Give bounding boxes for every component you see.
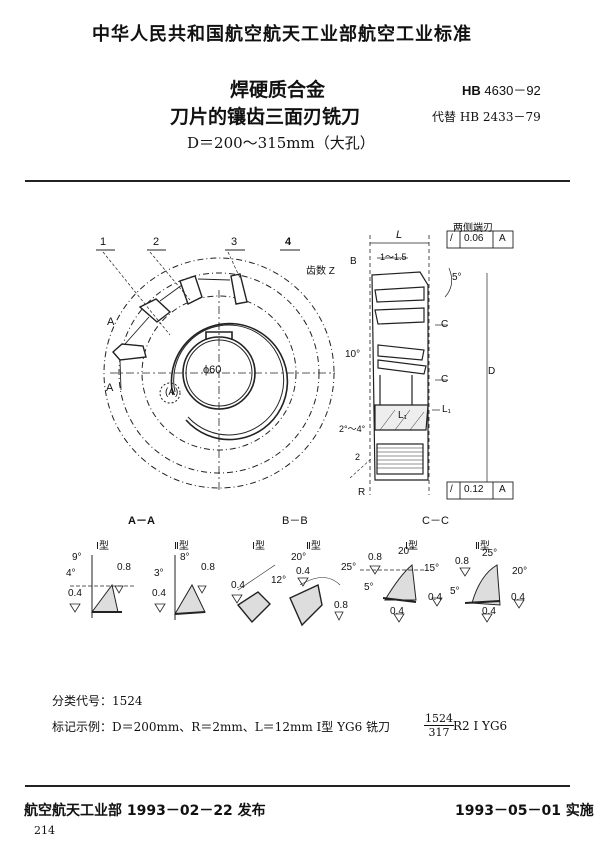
callout-4: 4 xyxy=(285,236,292,248)
label-d: D xyxy=(488,366,496,377)
c-c-1-roughness-04-bottom: 0.4 xyxy=(390,606,404,617)
classification-code: 分类代号：1524 xyxy=(52,694,143,708)
a-a-1-angle-9: 9° xyxy=(72,552,82,563)
c-c-2-roughness-04-right: 0.4 xyxy=(511,592,525,603)
label-b: B xyxy=(350,256,357,267)
label-c-2: C xyxy=(441,374,449,385)
a-a-type-2: Ⅱ型 xyxy=(174,541,189,552)
a-a-2-roughness-08: 0.8 xyxy=(201,562,215,573)
standard-code-prefix: HB xyxy=(462,83,481,98)
section-mark-a-bottom: A xyxy=(106,382,114,394)
angle-10-label: 10° xyxy=(345,349,361,360)
b-b-2-roughness-04: 0.4 xyxy=(296,566,310,577)
c-c-2-angle-25: 25° xyxy=(482,548,498,559)
page-number: 214 xyxy=(34,824,55,837)
c-c-type-1: Ⅰ型 xyxy=(405,541,418,552)
section-title-a-a: A－A xyxy=(128,515,155,527)
label-l1: L₁ xyxy=(442,404,451,415)
effective-date: 1993－05－01 实施 xyxy=(455,803,594,819)
label-l1-inner: L₁ xyxy=(398,410,407,421)
angle-range-label: 2°～4° xyxy=(339,424,366,434)
section-title-c-c: C－C xyxy=(422,515,449,527)
marking-numerator: 1524 xyxy=(424,712,454,726)
runout-caption: 两侧端刃 xyxy=(453,223,493,234)
side-view xyxy=(349,230,514,500)
marking-example: 标记示例：D＝200mm、R＝2mm、L＝12mm Ⅰ型 YG6 铣刀 xyxy=(52,720,391,734)
c-c-1-angle-15: 15° xyxy=(424,563,440,574)
offset-label: 1～1.5 xyxy=(380,252,407,262)
title-line-2: 刀片的镶齿三面刃铣刀 xyxy=(170,106,361,128)
callout-3: 3 xyxy=(231,236,238,248)
section-title-b-b: B－B xyxy=(282,515,308,527)
a-a-2-roughness-04: 0.4 xyxy=(152,588,166,599)
label-2: 2 xyxy=(355,452,361,462)
issuing-authority-header: 中华人民共和国航空航天工业部航空工业标准 xyxy=(92,24,472,45)
label-r: R xyxy=(358,487,366,498)
c-c-1-angle-5: 5° xyxy=(364,582,374,593)
header-divider xyxy=(25,180,570,182)
width-label-l: L xyxy=(396,229,403,241)
runout-top-symbol: / xyxy=(450,233,453,244)
c-c-1-roughness-04-right: 0.4 xyxy=(428,592,442,603)
runout-bottom-symbol: / xyxy=(450,484,453,495)
a-a-1-angle-4: 4° xyxy=(66,568,76,579)
a-a-1-roughness-08: 0.8 xyxy=(117,562,131,573)
issue-info: 航空航天工业部 1993－02－22 发布 xyxy=(24,803,266,819)
detail-mark: (A) xyxy=(165,387,179,398)
callout-1: 1 xyxy=(100,236,107,248)
c-c-2-roughness-04-bottom: 0.4 xyxy=(482,606,496,617)
c-c-1-angle-20: 20° xyxy=(398,546,414,557)
a-a-2-angle-3: 3° xyxy=(154,568,164,579)
standard-code: HB 4630－92 xyxy=(462,80,541,99)
title-line-1: 焊硬质合金 xyxy=(230,79,326,101)
b-b-1-roughness-04: 0.4 xyxy=(231,580,245,591)
marking-fraction: 1524 317 xyxy=(424,712,454,739)
b-b-2-angle-25: 25° xyxy=(341,562,357,573)
marking-suffix: R2 Ⅰ YG6 xyxy=(453,719,508,733)
callout-2: 2 xyxy=(153,236,160,248)
tooth-count-label: 齿数 Z xyxy=(306,266,335,277)
c-c-type-2: Ⅱ型 xyxy=(475,541,490,552)
b-b-type-1: Ⅰ型 xyxy=(252,541,265,552)
c-c-2-roughness-08: 0.8 xyxy=(455,556,469,567)
a-a-1-roughness-04: 0.4 xyxy=(68,588,82,599)
runout-bottom-datum: A xyxy=(499,484,506,495)
c-c-2-angle-5: 5° xyxy=(450,586,460,597)
runout-top-value: 0.06 xyxy=(464,233,484,244)
a-a-type-1: Ⅰ型 xyxy=(96,541,109,552)
footer-divider xyxy=(25,785,570,787)
label-c-1: C xyxy=(441,319,449,330)
section-mark-a-top: A xyxy=(107,316,115,328)
angle-5-label: 5° xyxy=(452,272,462,283)
b-b-1-angle-12: 12° xyxy=(271,575,287,586)
c-c-2-angle-20: 20° xyxy=(512,566,528,577)
marking-denominator: 317 xyxy=(428,726,450,739)
b-b-2-roughness-08: 0.8 xyxy=(334,600,348,611)
bore-diameter-label: ϕ60 xyxy=(203,364,222,376)
title-line-3: D＝200～315mm（大孔） xyxy=(187,134,375,152)
c-c-1-roughness-08: 0.8 xyxy=(368,552,382,563)
runout-bottom-value: 0.12 xyxy=(464,484,484,495)
runout-top-datum: A xyxy=(499,233,506,244)
replaces-standard: 代替 HB 2433－79 xyxy=(432,110,541,124)
b-b-type-2: Ⅱ型 xyxy=(306,541,321,552)
section-views xyxy=(69,555,525,627)
a-a-2-angle-8: 8° xyxy=(180,552,190,563)
b-b-2-angle-20: 20° xyxy=(291,552,307,563)
standard-code-number: 4630－92 xyxy=(484,83,541,98)
